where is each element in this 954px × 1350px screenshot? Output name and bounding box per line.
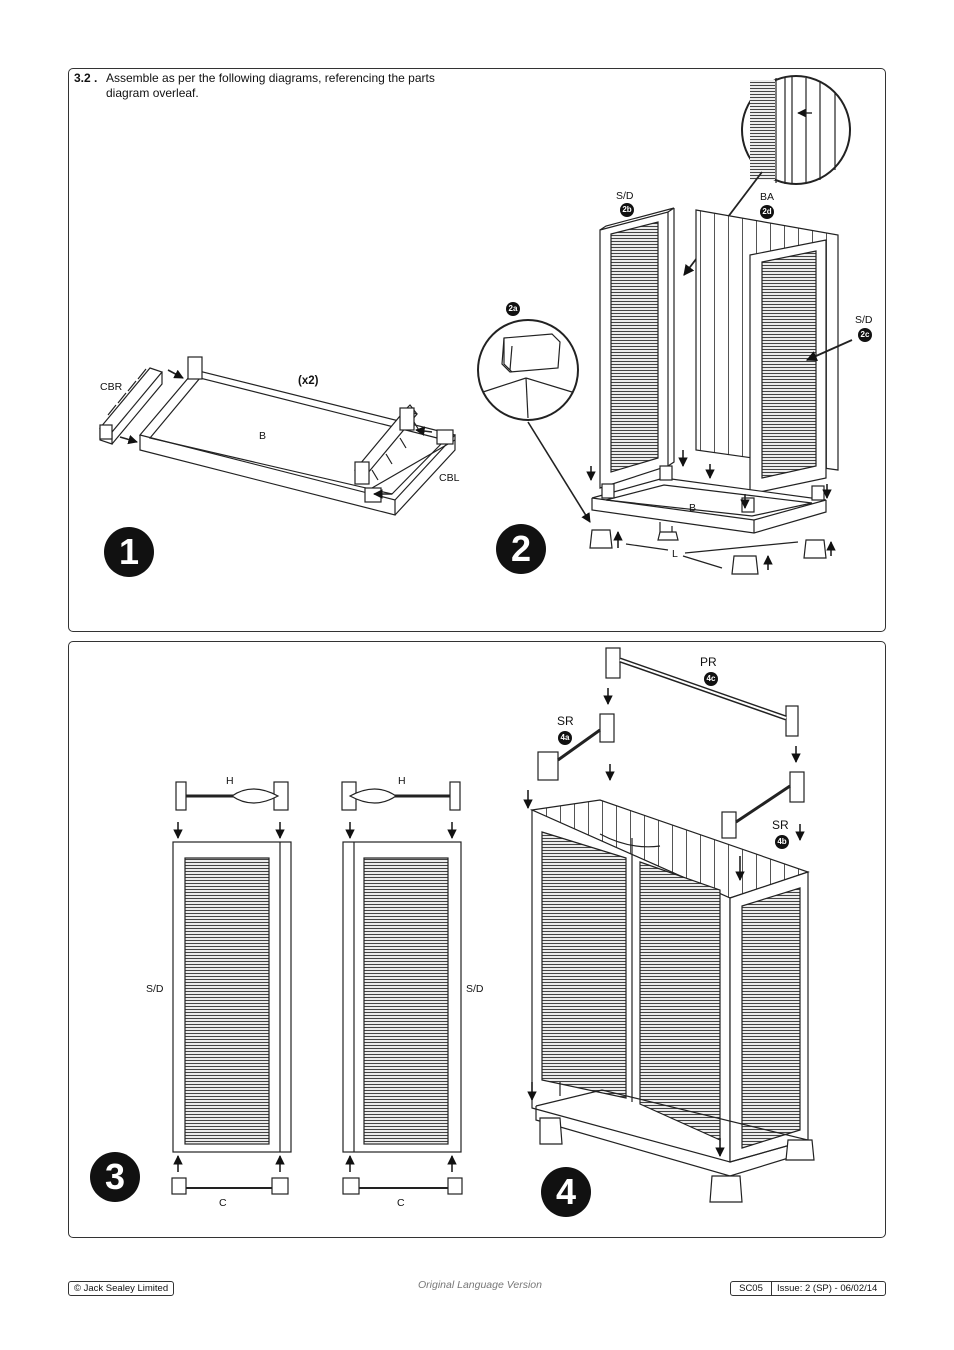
footer-issue: Issue: 2 (SP) - 06/02/14 <box>777 1283 878 1294</box>
label-h-left: H <box>226 775 234 787</box>
label-c-left: C <box>219 1197 227 1209</box>
label-x2: (x2) <box>298 375 319 387</box>
assembly-panel-steps-1-2 <box>68 68 886 632</box>
label-l: L <box>672 548 678 560</box>
step-number-4: 4 <box>541 1167 591 1217</box>
step3-arrows <box>173 822 457 1172</box>
step2-side-door-left <box>599 207 675 489</box>
badge-2d: 2d <box>760 205 774 219</box>
footer-language-version: Original Language Version <box>418 1279 542 1291</box>
step4-cabinet <box>529 799 815 1203</box>
step3-door-left <box>172 841 292 1153</box>
label-sd-right: S/D <box>855 314 873 326</box>
label-sd-door-right: S/D <box>466 983 484 995</box>
assembly-panel-steps-3-4 <box>68 641 886 1238</box>
label-sr-left: SR <box>557 714 574 728</box>
step2-feet <box>589 529 827 575</box>
instruction-body: Assemble as per the following diagrams, … <box>106 71 435 100</box>
step3-door-right <box>342 841 462 1153</box>
footer-copyright: © Jack Sealey Limited <box>68 1281 175 1296</box>
badge-4b: 4b <box>775 835 789 849</box>
label-sd-left: S/D <box>616 190 634 202</box>
step1-base-frame <box>98 356 457 516</box>
label-pr: PR <box>700 655 717 669</box>
label-ba: BA <box>760 191 775 203</box>
step-number-3: 3 <box>90 1152 140 1202</box>
label-b-step1: B <box>259 430 267 442</box>
step4-arrows <box>523 688 805 1157</box>
badge-2a: 2a <box>506 302 520 316</box>
label-sr-right: SR <box>772 818 789 832</box>
step1-arrows <box>119 369 433 499</box>
step2-leg-leader-lines <box>625 541 799 569</box>
footer-model-code: SC05 <box>731 1282 772 1295</box>
instruction-number: 3.2 . <box>74 71 98 85</box>
badge-2b: 2b <box>620 203 634 217</box>
badge-4a: 4a <box>558 731 572 745</box>
label-cbl: CBL <box>439 472 460 484</box>
step2-side-door-right <box>749 239 853 495</box>
step-number-2: 2 <box>496 524 546 574</box>
step2-arrows <box>527 421 836 570</box>
label-sd-door-left: S/D <box>146 983 164 995</box>
step3-handles <box>175 781 461 811</box>
badge-2c: 2c <box>858 328 872 342</box>
label-b-step2: B <box>689 502 697 514</box>
step4-top-rails <box>537 647 805 839</box>
step3-bottom-rails <box>171 1177 463 1195</box>
label-cbr: CBR <box>100 381 123 393</box>
step2-detail-circle-2a <box>477 319 579 421</box>
label-c-right: C <box>397 1197 405 1209</box>
label-h-right: H <box>398 775 406 787</box>
footer-issue-box: SC05 Issue: 2 (SP) - 06/02/14 <box>730 1281 886 1296</box>
step2-detail-circle-top <box>683 75 851 276</box>
badge-4c: 4c <box>704 672 718 686</box>
step-number-1: 1 <box>104 527 154 577</box>
